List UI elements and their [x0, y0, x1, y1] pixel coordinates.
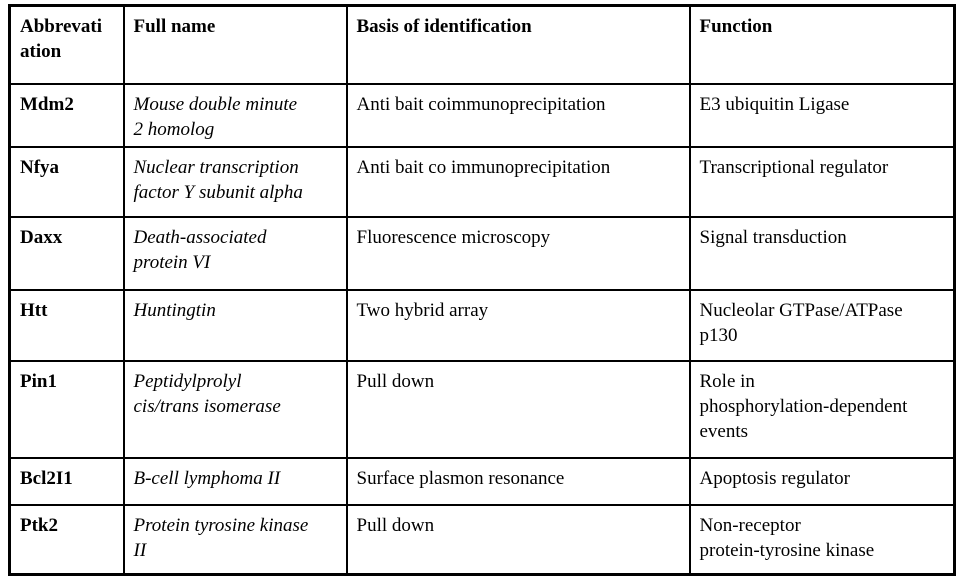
cell-abbr: Ptk2	[8, 503, 125, 576]
cell-full_name: Death-associated protein VI	[122, 215, 348, 291]
cell-basis: Anti bait co immunoprecipitation	[345, 145, 691, 218]
column-header-function: Function	[688, 4, 956, 85]
cell-full_name: Protein tyrosine kinase II	[122, 503, 348, 576]
cell-function: Role in phosphorylation-dependent events	[688, 359, 956, 459]
cell-full_name: Mouse double minute 2 homolog	[122, 82, 348, 148]
cell-basis: Anti bait coimmunoprecipitation	[345, 82, 691, 148]
cell-function: Nucleolar GTPase/ATPase p130	[688, 288, 956, 362]
cell-abbr: Htt	[8, 288, 125, 362]
cell-basis: Pull down	[345, 359, 691, 459]
cell-abbr: Nfya	[8, 145, 125, 218]
cell-function: Non-receptor protein-tyrosine kinase	[688, 503, 956, 576]
cell-abbr: Bcl2I1	[8, 456, 125, 506]
column-header-basis: Basis of identification	[345, 4, 691, 85]
cell-abbr: Daxx	[8, 215, 125, 291]
cell-function: Signal transduction	[688, 215, 956, 291]
cell-abbr: Pin1	[8, 359, 125, 459]
cell-full_name: Nuclear transcription factor Y subunit a…	[122, 145, 348, 218]
column-header-full_name: Full name	[122, 4, 348, 85]
cell-abbr: Mdm2	[8, 82, 125, 148]
cell-full_name: Peptidylprolyl cis/trans isomerase	[122, 359, 348, 459]
cell-function: Transcriptional regulator	[688, 145, 956, 218]
cell-basis: Fluorescence microscopy	[345, 215, 691, 291]
cell-basis: Surface plasmon resonance	[345, 456, 691, 506]
cell-function: E3 ubiquitin Ligase	[688, 82, 956, 148]
cell-function: Apoptosis regulator	[688, 456, 956, 506]
cell-basis: Two hybrid array	[345, 288, 691, 362]
cell-basis: Pull down	[345, 503, 691, 576]
column-header-abbr: Abbrevati ation	[8, 4, 125, 85]
cell-full_name: Huntingtin	[122, 288, 348, 362]
cell-full_name: B-cell lymphoma II	[122, 456, 348, 506]
